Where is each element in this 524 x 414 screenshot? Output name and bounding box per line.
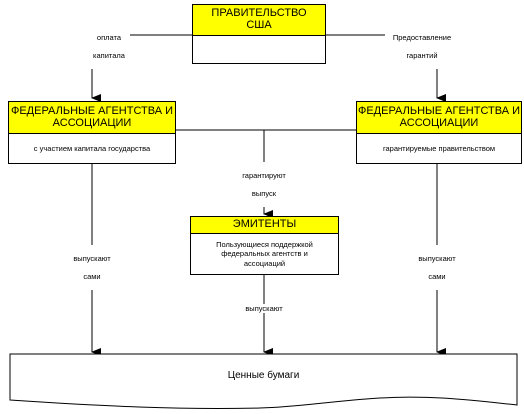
- label-guarantee-issue: гарантируют выпуск: [236, 162, 292, 207]
- label-issue-right: выпускают сами: [411, 245, 463, 290]
- label-capital-payment: оплата капитала: [88, 24, 130, 69]
- label-issue-left-line2: сами: [83, 272, 101, 281]
- issuers-box: ЭМИТЕНТЫ Пользующиеся поддержкой федерал…: [190, 216, 339, 275]
- label-guarantees-line2: гарантий: [406, 51, 438, 60]
- label-guarantees-line1: Предоставление: [392, 33, 452, 42]
- securities-shape: [9, 353, 518, 410]
- agency-right-body: гарантируемые правительством: [382, 143, 496, 153]
- label-capital-payment-line2: капитала: [93, 51, 125, 60]
- agency-right-title-line2: АССОЦИАЦИИ: [399, 116, 479, 129]
- government-box: ПРАВИТЕЛЬСТВО США: [192, 4, 326, 64]
- label-issue-center: выпускают: [238, 304, 290, 313]
- label-issue-right-line2: сами: [428, 272, 446, 281]
- agency-right-title-line1: ФЕДЕРАЛЬНЫЕ АГЕНТСТВА И: [357, 104, 521, 117]
- label-guarantee-issue-line2: выпуск: [251, 189, 277, 198]
- label-issue-left-line1: выпускают: [73, 254, 111, 263]
- agency-left-title-line2: АССОЦИАЦИИ: [52, 116, 132, 129]
- agency-left-box: ФЕДЕРАЛЬНЫЕ АГЕНТСТВА И АССОЦИАЦИИ с уча…: [8, 101, 176, 164]
- issuers-title: ЭМИТЕНТЫ: [191, 217, 338, 234]
- agency-left-title: ФЕДЕРАЛЬНЫЕ АГЕНТСТВА И АССОЦИАЦИИ: [9, 102, 175, 134]
- government-body: [193, 36, 325, 63]
- label-capital-payment-line1: оплата: [96, 33, 122, 42]
- label-issue-right-line1: выпускают: [418, 254, 456, 263]
- government-title: ПРАВИТЕЛЬСТВО США: [193, 5, 325, 36]
- agency-left-body: с участием капитала государства: [33, 143, 151, 153]
- label-guarantee-issue-line1: гарантируют: [242, 171, 286, 180]
- securities-label: Ценные бумаги: [227, 370, 300, 381]
- label-issue-left: выпускают сами: [66, 245, 118, 290]
- issuers-body: Пользующиеся поддержкой федеральных аген…: [216, 239, 313, 268]
- agency-left-title-line1: ФЕДЕРАЛЬНЫЕ АГЕНТСТВА И: [10, 104, 174, 117]
- label-guarantees: Предоставление гарантий: [385, 24, 459, 69]
- agency-right-title: ФЕДЕРАЛЬНЫЕ АГЕНТСТВА И АССОЦИАЦИИ: [357, 102, 521, 134]
- government-title-line2: США: [246, 19, 272, 31]
- agency-right-box: ФЕДЕРАЛЬНЫЕ АГЕНТСТВА И АССОЦИАЦИИ гаран…: [356, 101, 522, 164]
- government-title-line1: ПРАВИТЕЛЬСТВО: [211, 7, 307, 20]
